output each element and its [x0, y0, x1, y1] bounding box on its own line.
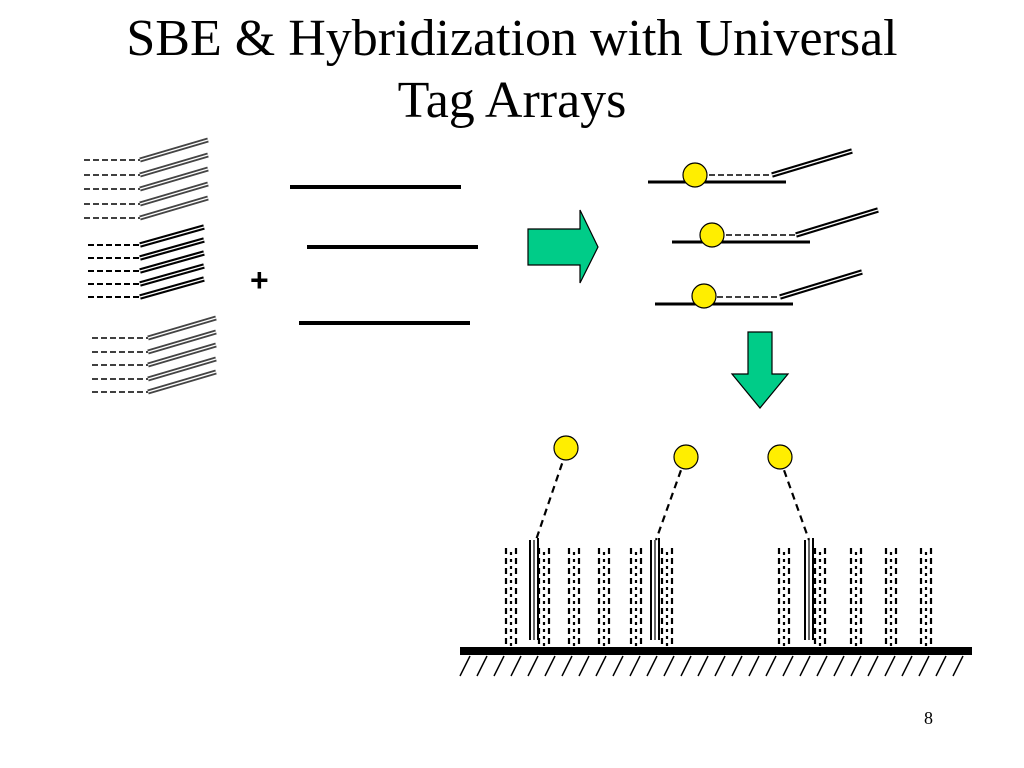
page-number: 8	[924, 708, 933, 728]
probe-group-top	[84, 140, 208, 218]
tag-array	[459, 435, 972, 677]
extended-duplexes	[648, 148, 879, 309]
slide-title-line-2: Tag Arrays	[397, 72, 627, 129]
slide-title-line-1: SBE & Hybridization with Universal	[126, 10, 898, 67]
yellow-circle-icon	[553, 435, 579, 461]
duplex-2	[672, 207, 879, 248]
yellow-circle-icon	[682, 162, 708, 188]
yellow-circle-icon	[767, 444, 793, 470]
plus-sign: +	[250, 262, 269, 298]
yellow-circle-icon	[691, 283, 717, 309]
right-arrow-icon	[527, 209, 599, 284]
support-hatching	[459, 655, 964, 677]
duplex-1	[648, 148, 853, 188]
solid-support	[460, 647, 972, 655]
yellow-circle-icon	[699, 222, 725, 248]
duplex-3	[655, 269, 863, 309]
yellow-circle-icon	[673, 444, 699, 470]
probe-group-bottom	[92, 318, 216, 392]
down-arrow-icon	[730, 331, 790, 409]
target-strands	[290, 185, 478, 325]
labeled-tethers	[534, 435, 811, 541]
slide-title: SBE & Hybridization with Universal Tag A…	[0, 8, 1024, 132]
tag-probe-pool	[84, 140, 216, 392]
probe-group-middle	[88, 227, 204, 297]
array-features	[504, 546, 933, 650]
